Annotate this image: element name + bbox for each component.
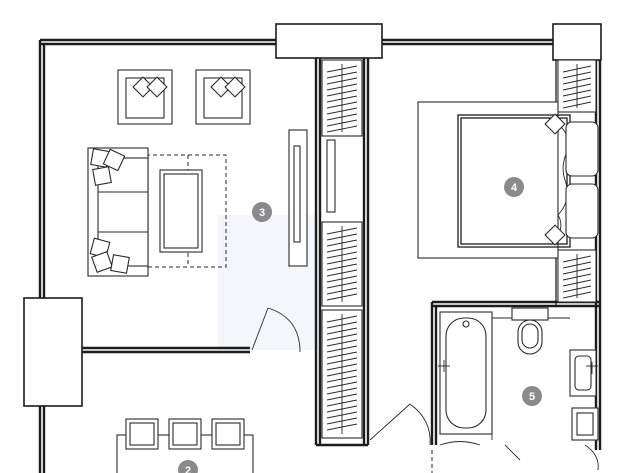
washing-machine bbox=[571, 407, 599, 441]
wardrobe-unit bbox=[321, 59, 363, 137]
sofa bbox=[87, 147, 149, 277]
room-badge-5: 5 bbox=[522, 386, 542, 406]
wardrobe-unit bbox=[321, 221, 363, 307]
wardrobe-unit bbox=[321, 309, 363, 439]
structural-column-left bbox=[23, 297, 83, 407]
wardrobe-panel bbox=[326, 139, 336, 213]
door-corridor bbox=[369, 403, 431, 446]
svg-text:5: 5 bbox=[529, 391, 535, 403]
room-badge-3: 3 bbox=[252, 202, 272, 222]
room-badge-2: 2 bbox=[178, 460, 198, 473]
armchair-right bbox=[195, 69, 251, 125]
door-bathroom bbox=[431, 441, 599, 473]
coffee-table bbox=[159, 169, 203, 253]
armchair-left bbox=[117, 69, 173, 125]
tv-console bbox=[288, 129, 308, 267]
bathtub bbox=[438, 311, 493, 435]
sink bbox=[569, 349, 598, 397]
rug bbox=[117, 154, 227, 268]
room-badge-4: 4 bbox=[504, 177, 524, 197]
structural-column-top bbox=[275, 23, 383, 59]
door-living-room bbox=[251, 307, 301, 353]
svg-text:3: 3 bbox=[259, 207, 265, 219]
wardrobe-unit bbox=[557, 59, 597, 113]
svg-text:4: 4 bbox=[511, 182, 518, 194]
dining-chairs bbox=[125, 418, 245, 450]
structural-column-right bbox=[552, 23, 602, 61]
svg-text:2: 2 bbox=[185, 465, 191, 473]
bed bbox=[417, 101, 599, 259]
wardrobe-left bbox=[321, 59, 597, 439]
toilet bbox=[511, 307, 549, 355]
wardrobe-unit bbox=[557, 249, 597, 303]
